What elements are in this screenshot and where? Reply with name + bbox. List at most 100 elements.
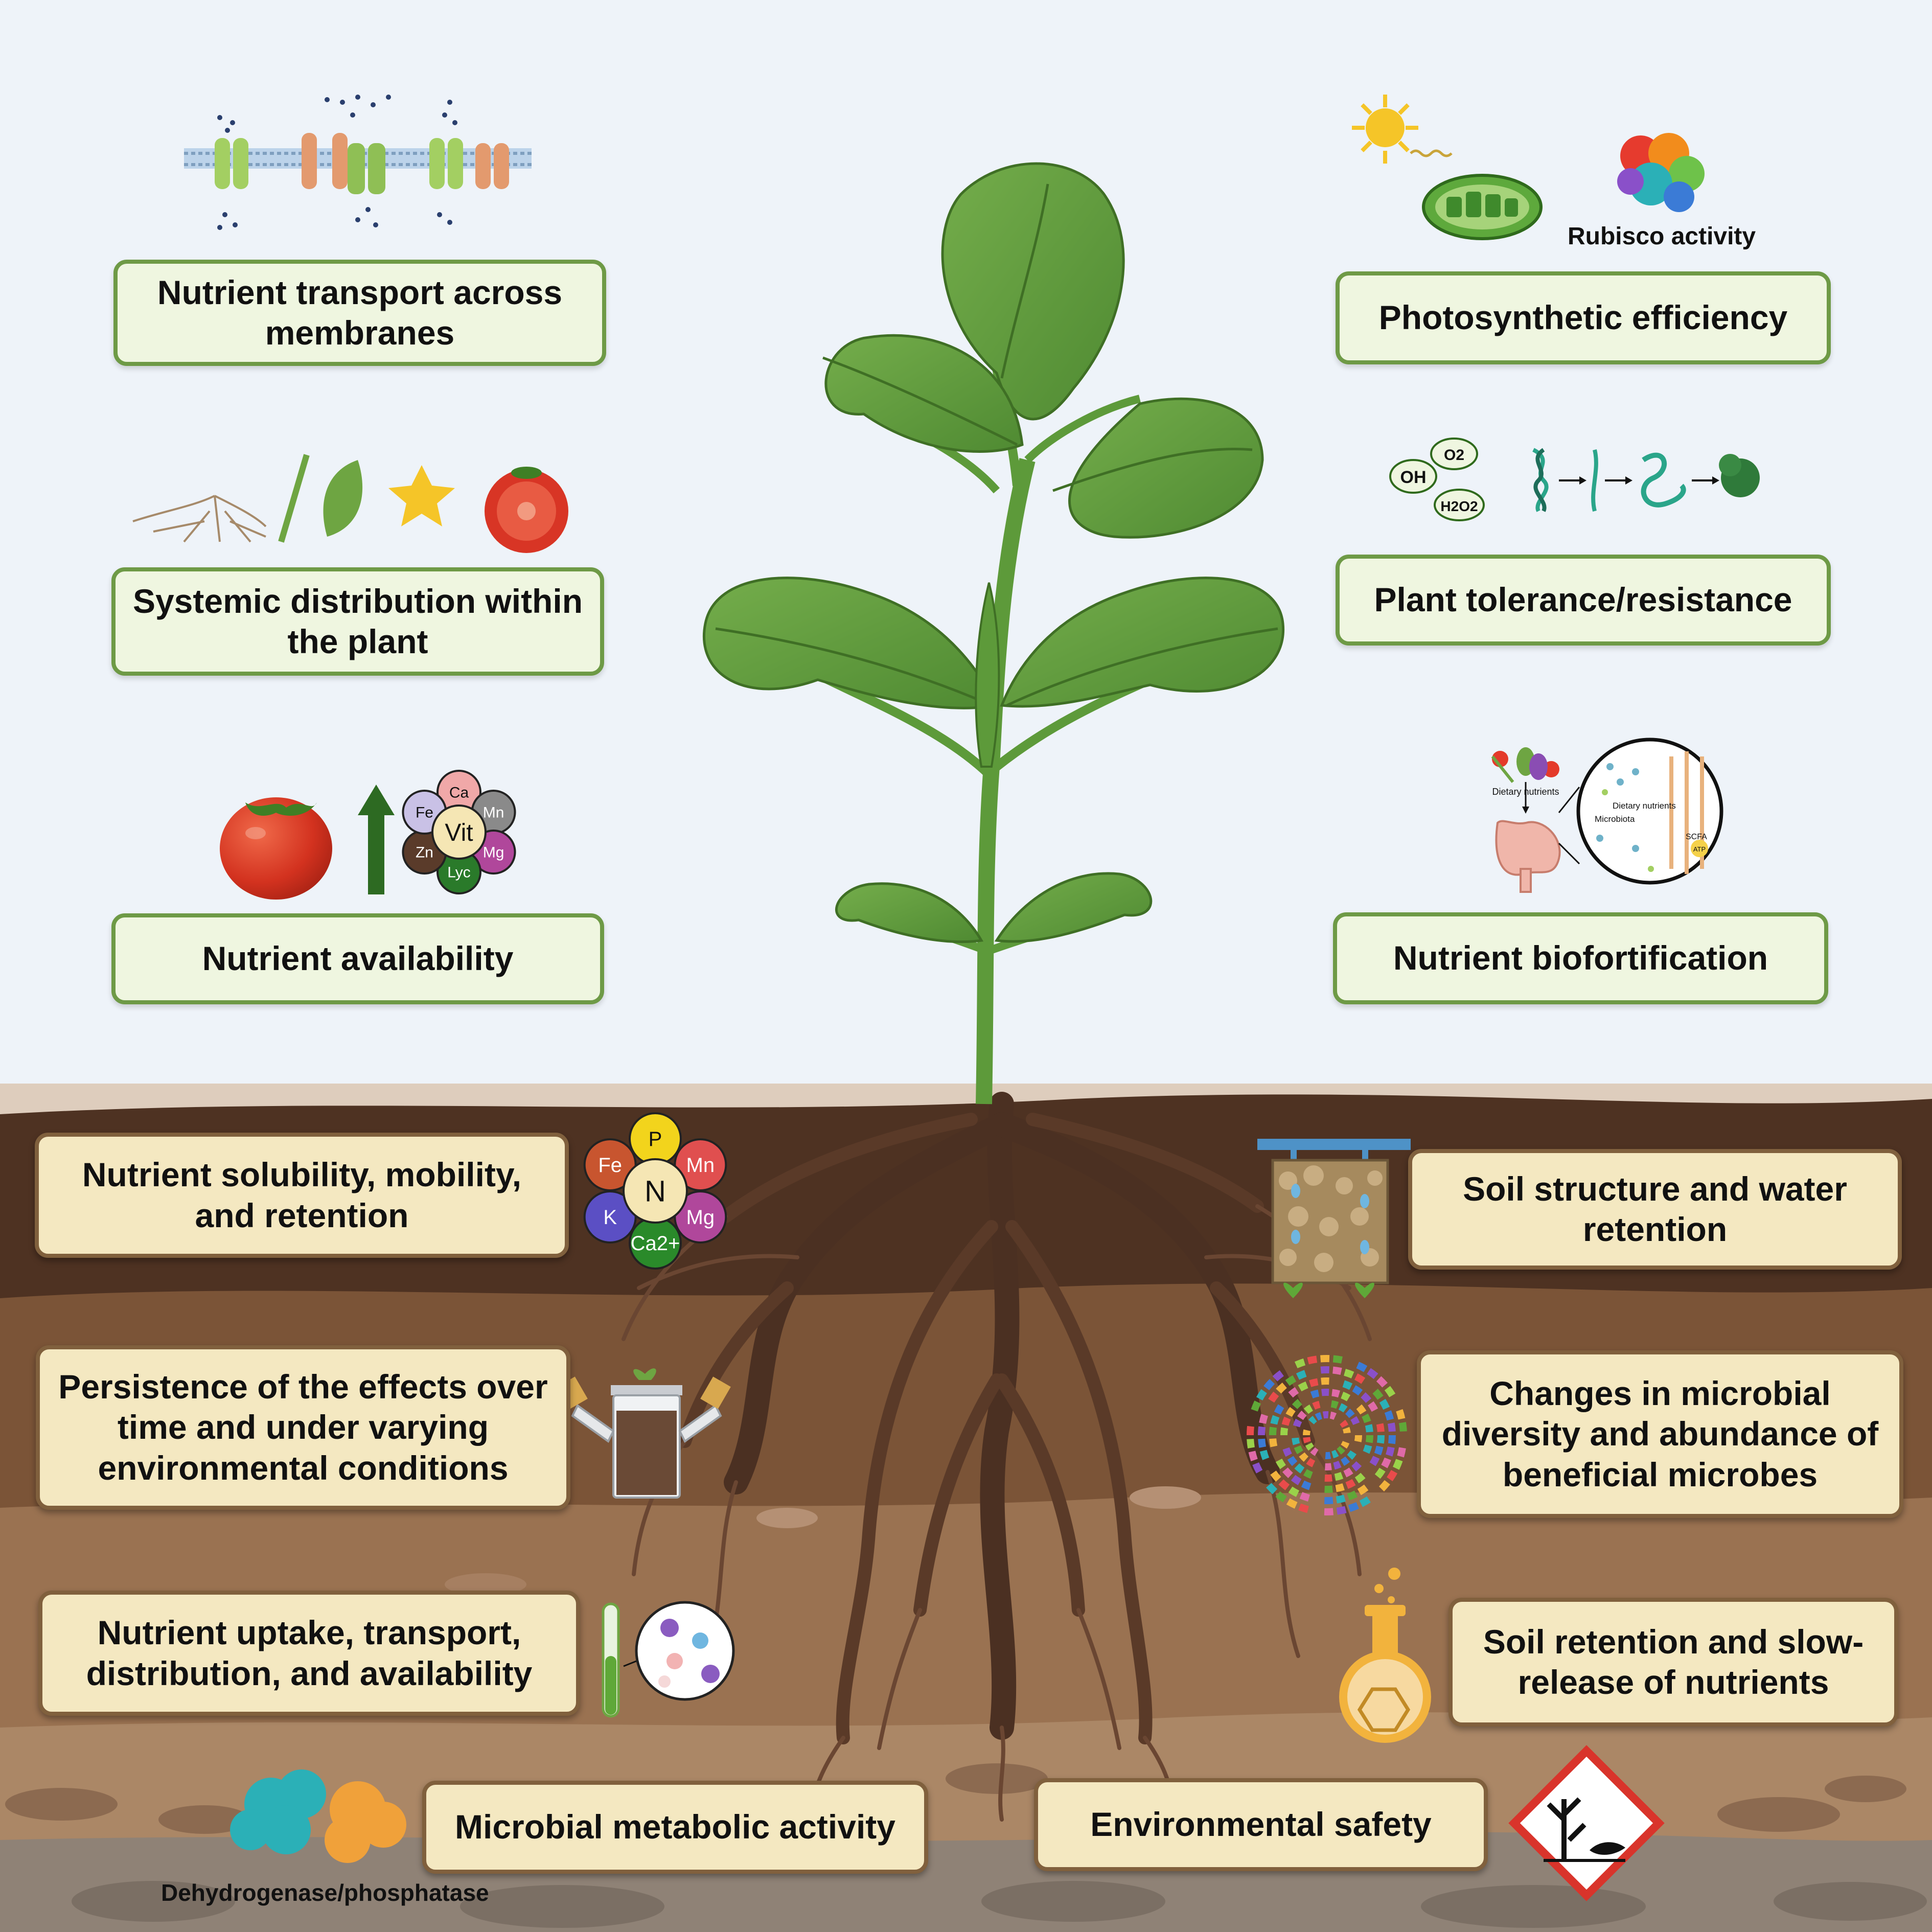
circos-segment bbox=[1258, 1438, 1267, 1448]
circos-segment bbox=[1278, 1479, 1290, 1490]
plant-organs-icon bbox=[132, 454, 568, 553]
wheel-k-label: K bbox=[603, 1206, 617, 1229]
wheel-p-label: P bbox=[649, 1128, 662, 1151]
gut-microbiota-icon: Dietary nutrients Dietary nutrients Micr… bbox=[1491, 738, 1723, 893]
soil-structure-icon bbox=[1257, 1139, 1411, 1298]
photosynthetic-efficiency-text: Photosynthetic efficiency bbox=[1378, 298, 1788, 337]
ros-o2-label: O2 bbox=[1444, 447, 1464, 464]
circos-segment bbox=[1348, 1502, 1360, 1512]
circos-segment bbox=[1294, 1463, 1305, 1474]
wheel-mn-label: Mn bbox=[483, 804, 504, 821]
bioreactor-icon bbox=[557, 1368, 731, 1499]
circos-segment bbox=[1369, 1456, 1380, 1466]
wheel-mg-label: Mg bbox=[483, 844, 504, 861]
circos-segment bbox=[1292, 1437, 1300, 1445]
circos-segment bbox=[1303, 1437, 1312, 1444]
slow-release-box: Soil retention and slow-release of nutri… bbox=[1448, 1598, 1898, 1727]
circos-segment bbox=[1384, 1410, 1394, 1421]
wheel-mg-label: Mg bbox=[686, 1206, 715, 1229]
circos-segment bbox=[1308, 1415, 1317, 1424]
solubility-text: Nutrient solubility, mobility, and reten… bbox=[82, 1156, 522, 1234]
circos-segment bbox=[1263, 1378, 1275, 1391]
circos-segment bbox=[1246, 1425, 1254, 1436]
circos-segment bbox=[1266, 1483, 1278, 1494]
persistence-text: Persistence of the effects over time and… bbox=[58, 1368, 548, 1487]
circos-segment bbox=[1296, 1370, 1307, 1380]
circos-segment bbox=[1336, 1494, 1346, 1504]
wheel-fe-label: Fe bbox=[598, 1154, 622, 1177]
circos-segment bbox=[1321, 1377, 1329, 1385]
circos-segment bbox=[1291, 1475, 1302, 1485]
circos-segment bbox=[1294, 1358, 1306, 1369]
enzyme-label: Dehydrogenase/phosphatase bbox=[161, 1879, 489, 1906]
wheel-center-label: N bbox=[645, 1175, 666, 1208]
circos-segment bbox=[1387, 1469, 1398, 1482]
circos-segment bbox=[1287, 1456, 1298, 1466]
circos-segment bbox=[1340, 1419, 1349, 1428]
circos-segment bbox=[1387, 1422, 1396, 1432]
circos-segment bbox=[1331, 1389, 1341, 1398]
circos-segment bbox=[1359, 1496, 1371, 1507]
rubisco-protein-icon bbox=[1617, 133, 1705, 212]
circos-segment bbox=[1310, 1447, 1319, 1456]
plant-tolerance-text: Plant tolerance/resistance bbox=[1374, 581, 1792, 619]
circos-segment bbox=[1248, 1451, 1258, 1461]
circos-segment bbox=[1344, 1369, 1354, 1378]
circos-segment bbox=[1345, 1408, 1355, 1418]
circos-segment bbox=[1275, 1458, 1286, 1469]
nutrient-biofortification-text: Nutrient biofortification bbox=[1393, 939, 1768, 977]
circos-segment bbox=[1367, 1368, 1378, 1379]
circos-segment bbox=[1247, 1439, 1255, 1448]
systemic-distribution-box: Systemic distribution within the plant bbox=[111, 567, 604, 676]
circos-segment bbox=[1269, 1438, 1278, 1447]
circos-segment bbox=[1365, 1435, 1373, 1443]
wheel-center-circle bbox=[431, 804, 487, 860]
circos-segment bbox=[1325, 1452, 1331, 1459]
circos-segment bbox=[1384, 1386, 1396, 1397]
circos-segment bbox=[1386, 1446, 1395, 1457]
circos-segment bbox=[1374, 1445, 1384, 1456]
persistence-box: Persistence of the effects over time and… bbox=[36, 1345, 570, 1510]
circos-segment bbox=[1350, 1416, 1360, 1425]
circos-segment bbox=[1285, 1407, 1296, 1417]
circos-segment bbox=[1305, 1442, 1314, 1451]
circos-segment bbox=[1306, 1458, 1316, 1467]
circos-segment bbox=[1340, 1456, 1350, 1466]
circos-segment bbox=[1381, 1457, 1391, 1468]
gut-atp-label: ATP bbox=[1693, 845, 1706, 853]
circos-segment bbox=[1312, 1400, 1321, 1410]
circos-segment bbox=[1276, 1382, 1287, 1394]
wheel-lyc-label: Lyc bbox=[447, 864, 471, 881]
microbial-diversity-text: Changes in microbial diversity and abund… bbox=[1441, 1374, 1879, 1493]
soil-structure-box: Soil structure and water retention bbox=[1408, 1149, 1902, 1270]
circos-segment bbox=[1345, 1479, 1356, 1489]
circos-segment bbox=[1352, 1385, 1363, 1396]
environmental-safety-box: Environmental safety bbox=[1034, 1778, 1488, 1871]
circos-segment bbox=[1376, 1423, 1385, 1432]
circos-segment bbox=[1365, 1424, 1373, 1433]
circos-segment bbox=[1372, 1389, 1384, 1400]
circos-segment bbox=[1298, 1381, 1308, 1392]
circos-segment bbox=[1297, 1410, 1307, 1420]
membrane-transport-icon bbox=[184, 95, 532, 230]
environmental-safety-text: Environmental safety bbox=[1090, 1805, 1432, 1844]
circos-segment bbox=[1285, 1375, 1297, 1386]
circos-segment bbox=[1399, 1422, 1407, 1432]
circos-segment bbox=[1307, 1355, 1318, 1365]
circos-segment bbox=[1268, 1391, 1279, 1403]
circos-segment bbox=[1272, 1370, 1284, 1382]
circos-segment bbox=[1294, 1445, 1303, 1455]
circos-segment bbox=[1336, 1506, 1347, 1515]
circos-segment bbox=[1292, 1399, 1302, 1410]
circos-segment bbox=[1347, 1490, 1358, 1501]
circos-segment bbox=[1368, 1401, 1378, 1412]
circos-segment bbox=[1329, 1411, 1337, 1420]
circos-segment bbox=[1396, 1409, 1406, 1420]
circos-segment bbox=[1288, 1486, 1300, 1497]
circos-segment bbox=[1298, 1503, 1309, 1513]
circos-segment bbox=[1293, 1418, 1302, 1428]
plant-tolerance-box: Plant tolerance/resistance bbox=[1336, 555, 1831, 646]
circos-segment bbox=[1334, 1471, 1344, 1481]
